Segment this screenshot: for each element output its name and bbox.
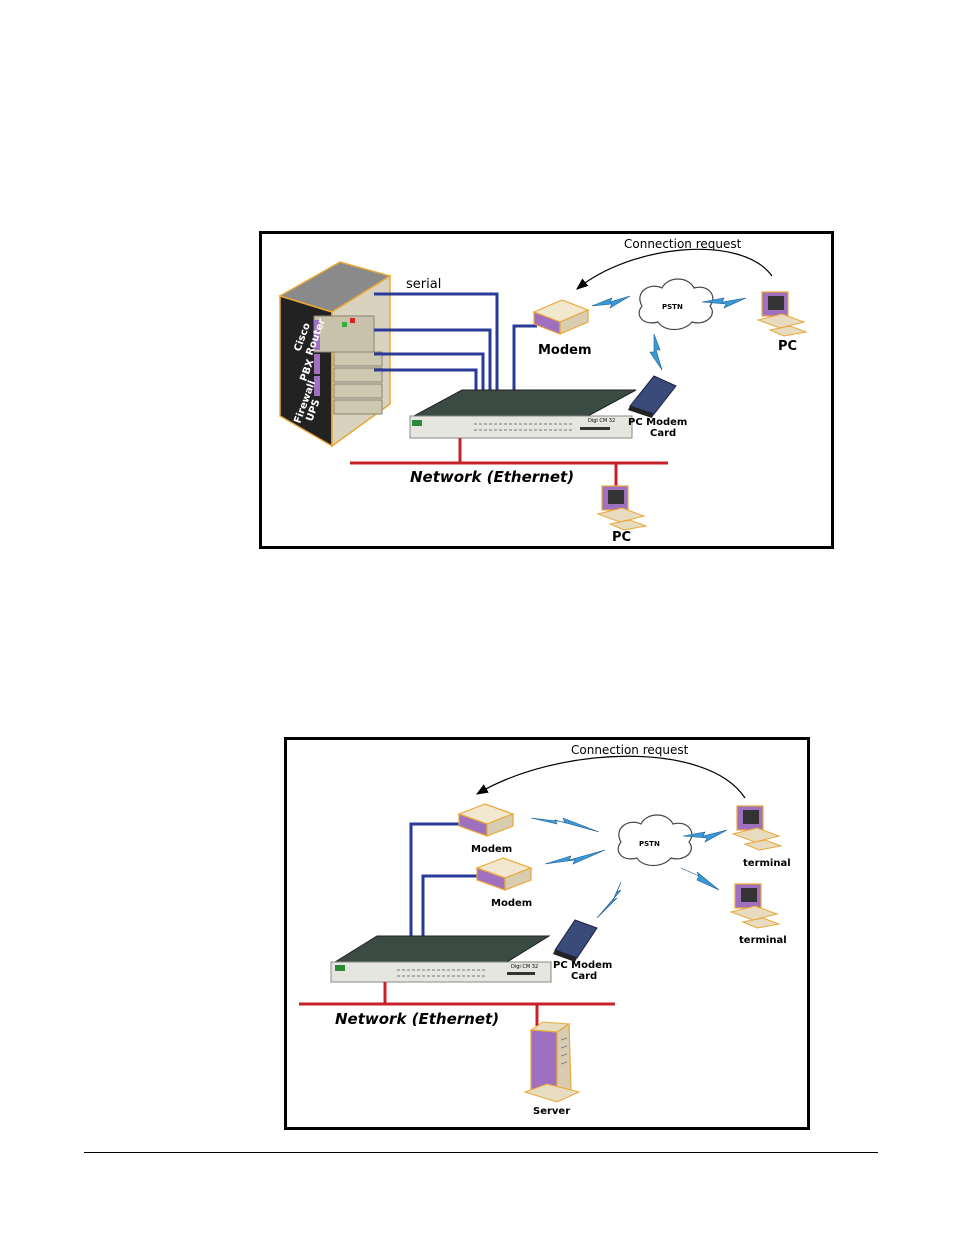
server-label: Server <box>533 1106 570 1117</box>
serial-label: serial <box>406 277 441 292</box>
serial-cables <box>374 294 537 396</box>
modem-1-device <box>459 804 513 836</box>
console-server-label: Digi CM 32 <box>588 418 615 424</box>
connection-request-label: Connection request <box>624 237 742 251</box>
pc-local-icon <box>598 486 646 530</box>
network-label: Network (Ethernet) <box>335 1010 499 1028</box>
serial-cables <box>411 824 477 940</box>
pstn-label: PSTN <box>639 840 660 848</box>
modem-2-label: Modem <box>491 898 532 909</box>
pc-remote-icon <box>758 292 806 336</box>
modem-2-device <box>477 858 531 890</box>
diagram1-canvas: Connection request Cisco Router PBX Fire… <box>262 234 831 546</box>
terminal-1-icon <box>733 806 781 850</box>
equipment-rack: Cisco Router PBX Firewall UPS <box>280 262 390 446</box>
diagram-console-server-remote-access: Connection request Cisco Router PBX Fire… <box>259 231 834 549</box>
diagram2-canvas: Connection request Modem Modem PSTN <box>287 740 807 1127</box>
pc-modem-card-label-line2: Card <box>650 428 676 439</box>
terminal-2-label: terminal <box>739 935 787 946</box>
pc-local-label: PC <box>612 530 631 545</box>
modem-label: Modem <box>538 343 592 358</box>
console-server-label: Digi CM 32 <box>511 964 538 970</box>
terminal-2-icon <box>731 884 779 928</box>
server-icon <box>525 1022 579 1102</box>
connection-request-arrow <box>477 756 745 798</box>
pc-remote-label: PC <box>778 339 797 354</box>
pc-modem-card-label-line1: PC Modem <box>628 417 687 428</box>
modem-1-label: Modem <box>471 844 512 855</box>
network-label: Network (Ethernet) <box>410 468 574 486</box>
terminal-1-label: terminal <box>743 858 791 869</box>
modem-device <box>534 300 588 334</box>
pc-modem-card-icon <box>553 920 597 962</box>
connection-request-label: Connection request <box>571 743 689 757</box>
pstn-label: PSTN <box>662 303 683 311</box>
footer-divider <box>84 1152 878 1153</box>
pc-modem-card-label-line2: Card <box>571 971 597 982</box>
console-server-device: Digi CM 32 <box>410 390 636 438</box>
diagram-dialin-terminals: Connection request Modem Modem PSTN <box>284 737 810 1130</box>
console-server-device: Digi CM 32 <box>331 936 551 982</box>
pc-modem-card-icon <box>628 376 676 418</box>
pc-modem-card-label-line1: PC Modem <box>553 960 612 971</box>
